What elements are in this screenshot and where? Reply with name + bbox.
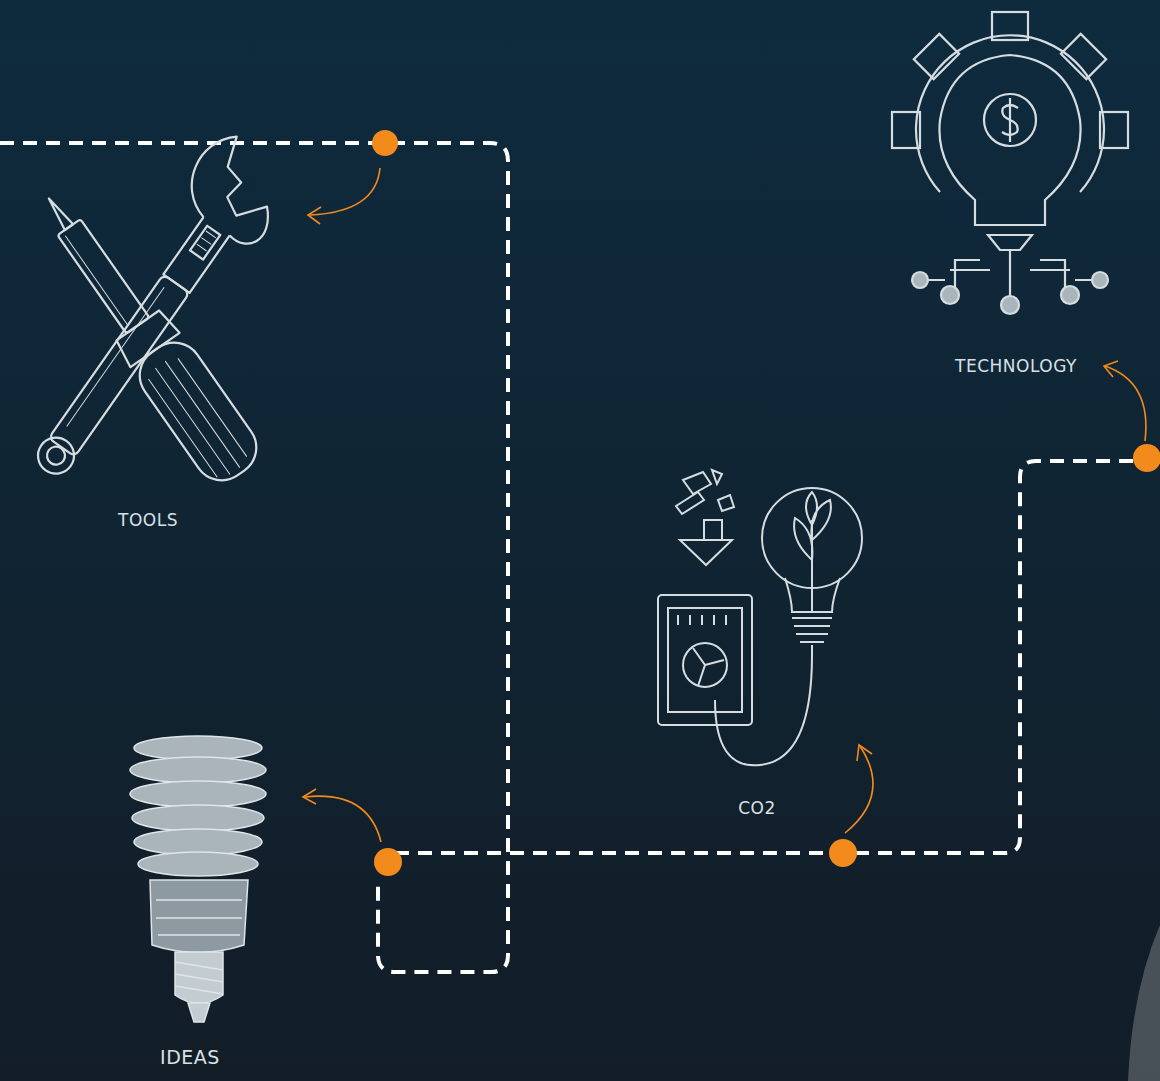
corner-figure [1128, 925, 1160, 1081]
icon-label: TOOLS [118, 510, 178, 530]
dashed-route [0, 143, 1160, 972]
cfl-bulb-icon [130, 736, 266, 1022]
icon-label: TECHNOLOGY [955, 356, 1077, 376]
icon-label: CO2 [738, 798, 776, 818]
icon-label: IDEAS [160, 1046, 220, 1069]
tools-icon [3, 127, 301, 495]
technology-gear-icon [892, 12, 1128, 314]
co2-icon [658, 470, 862, 765]
curved-arrows [303, 168, 1146, 842]
route-dots [372, 130, 1160, 876]
